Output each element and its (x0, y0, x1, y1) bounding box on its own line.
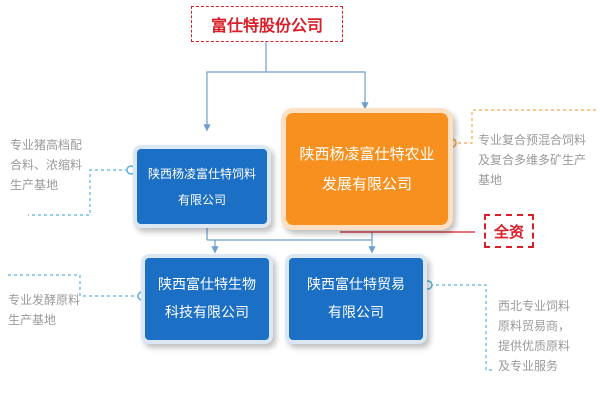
note-link-hub (452, 109, 598, 144)
note-link-trade (430, 284, 494, 371)
hub-company-label: 陕西杨凌富仕特农业 发展有限公司 (299, 145, 435, 193)
root-company-label: 富仕特股份公司 (210, 16, 323, 35)
full-ownership-tag: 全资 (484, 214, 534, 248)
bio-company: 陕西富仕特生物 科技有限公司 (141, 254, 273, 344)
feed-company: 陕西杨凌富仕特饲料 有限公司 (133, 145, 271, 228)
note-hub: 专业复合预混合饲料 及复合多维多矿生产 基地 (478, 133, 587, 187)
feed-company-label: 陕西杨凌富仕特饲料 有限公司 (147, 166, 256, 207)
note-bio: 专业发酵原料 生产基地 (8, 293, 81, 327)
hub-company: 陕西杨凌富仕特农业 发展有限公司 (281, 108, 453, 230)
note-trade: 西北专业饲料 原料贸易商， 提供优质原料 及专业服务 (498, 299, 571, 373)
full-ownership-label: 全资 (493, 222, 524, 241)
bio-company-label: 陕西富仕特生物 科技有限公司 (158, 277, 256, 321)
root-company: 富仕特股份公司 (191, 6, 343, 42)
connector-root-to-feed (203, 40, 267, 132)
trade-company: 陕西富仕特贸易 有限公司 (285, 254, 427, 344)
note-link-bio (6, 274, 140, 297)
note-feed: 专业猪高档配 合料、浓缩料 生产基地 (10, 138, 83, 192)
trade-company-label: 陕西富仕特贸易 有限公司 (307, 277, 405, 321)
connector-root-to-hub (266, 71, 369, 110)
note-link-feed (28, 169, 128, 216)
